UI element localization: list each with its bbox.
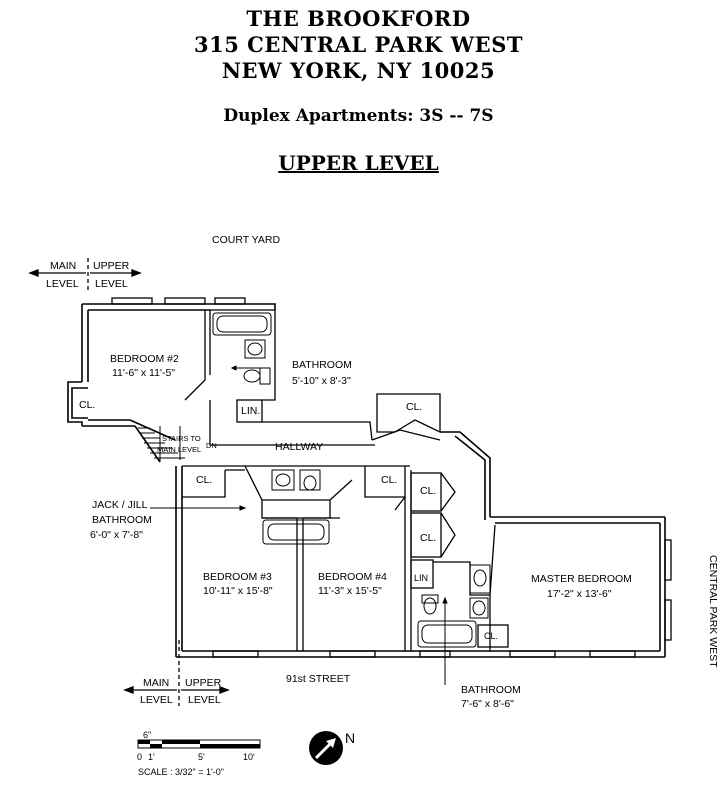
dn-label: DN xyxy=(206,441,217,450)
main-label-bottom: MAIN xyxy=(143,677,169,689)
fixtures xyxy=(212,312,491,648)
jack-jill-name1: JACK / JILL xyxy=(92,499,148,511)
interior-walls xyxy=(182,309,509,651)
lin-closet-label: LIN. xyxy=(241,405,260,417)
exterior-walls xyxy=(67,303,666,658)
bedroom4-name: BEDROOM #4 xyxy=(318,571,387,583)
north-arrow-icon: N xyxy=(309,730,355,765)
closet-master1-label: CL. xyxy=(420,485,436,497)
bathroom-top-name: BATHROOM xyxy=(292,359,352,371)
lin-small-label: LIN xyxy=(414,573,428,583)
stairs-label-2: MAIN LEVEL xyxy=(157,445,201,454)
bathroom-bottom-dims: 7'-6" x 8'-6" xyxy=(461,698,514,710)
scale-tick-5: 5' xyxy=(198,752,205,762)
street-91st-label: 91st STREET xyxy=(286,673,351,685)
bedroom4-dims: 11'-3" x 15'-5" xyxy=(318,585,382,597)
bedroom2-dims: 11'-6" x 11'-5" xyxy=(112,367,175,379)
level-label-top: LEVEL xyxy=(46,278,79,290)
level-marker-bottom: MAIN LEVEL UPPER LEVEL xyxy=(123,640,230,706)
main-label-top: MAIN xyxy=(50,260,76,272)
bedroom3-dims: 10'-11" x 15'-8" xyxy=(203,585,273,597)
scale-tick-0: 0 xyxy=(137,752,142,762)
bedroom3-name: BEDROOM #3 xyxy=(203,571,272,583)
hallway-label: HALLWAY xyxy=(275,441,323,453)
subtitle: Duplex Apartments: 3S -- 7S xyxy=(223,106,494,126)
jack-jill-dims: 6'-0" x 7'-8" xyxy=(90,529,143,541)
level-label-bottom: LEVEL xyxy=(140,694,173,706)
closet-master2-label: CL. xyxy=(420,532,436,544)
jack-jill-name2: BATHROOM xyxy=(92,514,152,526)
closet-bedroom3-label: CL. xyxy=(196,474,212,486)
city-line: NEW YORK, NY 10025 xyxy=(221,58,496,83)
closet-bedroom2-label: CL. xyxy=(79,399,95,411)
level-label-bottom-right: LEVEL xyxy=(188,694,221,706)
level-marker-top: MAIN LEVEL UPPER LEVEL xyxy=(28,258,142,292)
leader-lines xyxy=(150,365,448,685)
bathroom-top-dims: 5'-10" x 8'-3" xyxy=(292,375,351,387)
closet-master-bath-label: CL. xyxy=(484,631,498,641)
upper-label-bottom: UPPER xyxy=(185,677,222,689)
central-park-west-label: CENTRAL PARK WEST xyxy=(707,555,717,668)
level-label-top-right: LEVEL xyxy=(95,278,128,290)
level-title: UPPER LEVEL xyxy=(278,151,439,175)
master-bedroom-name: MASTER BEDROOM xyxy=(531,573,632,585)
windows xyxy=(111,297,672,658)
scale-tick-10: 10' xyxy=(243,752,255,762)
stairs xyxy=(138,426,185,462)
closet-hall-label: CL. xyxy=(406,401,422,413)
north-label: N xyxy=(345,730,355,746)
upper-label-top: UPPER xyxy=(93,260,130,272)
bedroom2-name: BEDROOM #2 xyxy=(110,353,179,365)
street-address: 315 CENTRAL PARK WEST xyxy=(194,32,523,57)
scale-tick-1: 1' xyxy=(148,752,155,762)
master-bedroom-dims: 17'-2" x 13'-6" xyxy=(547,588,612,600)
closet-bedroom4-label: CL. xyxy=(381,474,397,486)
building-name: THE BROOKFORD xyxy=(246,6,471,31)
scale-bar: 6" 0 1' 5' 10' SCALE : 3/32" = 1'-0" xyxy=(137,730,261,777)
scale-top-label: 6" xyxy=(143,730,151,740)
scale-caption: SCALE : 3/32" = 1'-0" xyxy=(138,767,224,777)
stairs-label-1: STAIRS TO xyxy=(162,434,201,443)
bathroom-bottom-name: BATHROOM xyxy=(461,684,521,696)
room-labels: BEDROOM #2 11'-6" x 11'-5" BATHROOM 5'-1… xyxy=(79,353,632,710)
court-yard-label: COURT YARD xyxy=(212,234,280,246)
